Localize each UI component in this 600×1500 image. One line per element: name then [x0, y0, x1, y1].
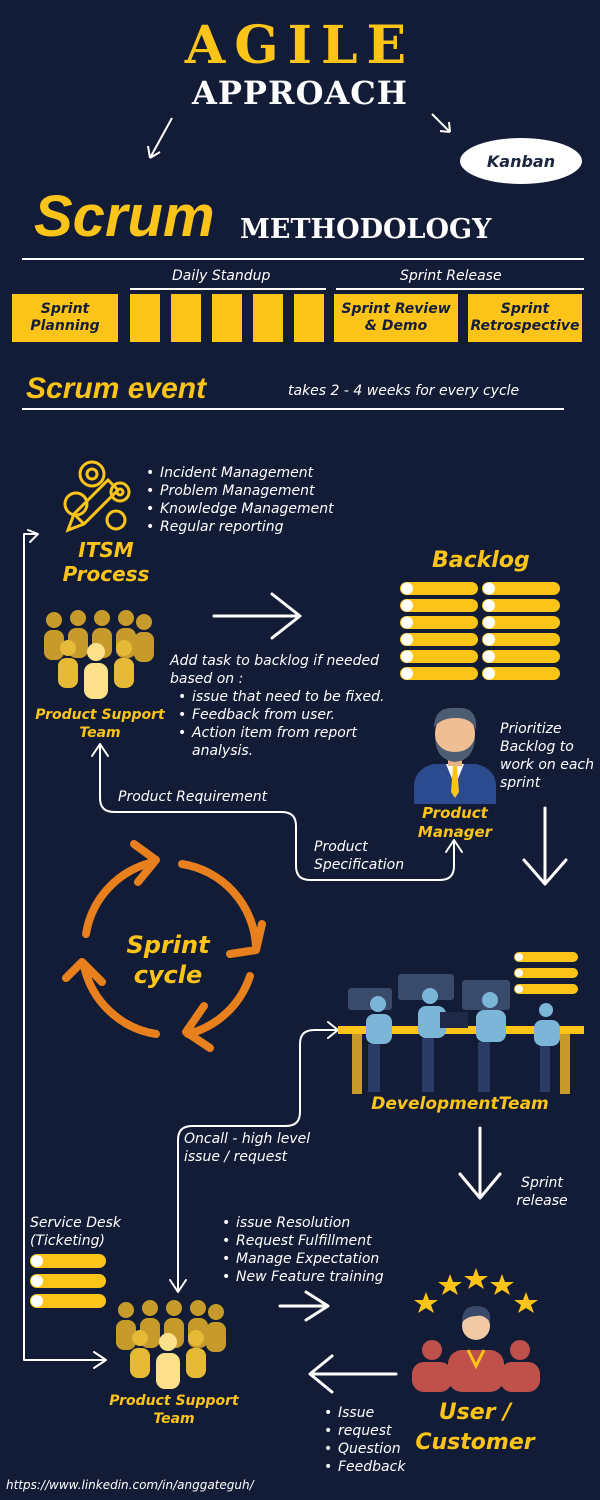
standup-day: [294, 294, 324, 342]
cycle-duration: takes 2 - 4 weeks for every cycle: [288, 383, 520, 399]
list-item: Question: [322, 1440, 422, 1458]
backlog-intro: Add task to backlog if needed based on :: [170, 653, 380, 687]
ticket-list-icon: [30, 1254, 106, 1308]
standup-day: [171, 294, 201, 342]
list-item: Feedback: [322, 1458, 422, 1476]
sprint-retro-box: Sprint Retrospective: [468, 294, 582, 342]
standup-day: [212, 294, 242, 342]
support-services-list: issue Resolution Request Fulfillment Man…: [220, 1214, 410, 1286]
title-agile: AGILE: [184, 15, 416, 76]
arrow-to-kanban-icon: [431, 113, 451, 133]
standup-day: [130, 294, 160, 342]
backlog-title: Backlog: [432, 548, 530, 573]
sprint-release-flow-label: Sprint release: [516, 1175, 568, 1209]
development-team-label: DevelopmentTeam: [371, 1094, 549, 1114]
customer-inputs-list: Issue request Question Feedback: [322, 1404, 422, 1476]
backlog-list-icon: [400, 582, 560, 680]
itsm-list: Incident Management Problem Management K…: [144, 464, 384, 536]
customer-rating-icon: [412, 1268, 540, 1392]
list-item: Regular reporting: [144, 518, 384, 536]
scrum-event-heading: Scrum event: [26, 372, 207, 405]
scrum-heading: Scrum: [34, 184, 215, 249]
divider: [22, 258, 584, 260]
divider: [22, 408, 564, 410]
development-team-icon: [338, 952, 584, 1094]
sprint-cycle-label: Sprint cycle: [126, 931, 210, 989]
kanban-badge: Kanban: [460, 138, 582, 184]
sprint-release-label: Sprint Release: [400, 268, 502, 284]
list-item: Action item from report analysis.: [176, 724, 400, 760]
list-item: Incident Management: [144, 464, 384, 482]
team-people-icon: [116, 1300, 226, 1389]
list-item: Issue: [322, 1404, 422, 1422]
list-item: issue that need to be fixed.: [176, 688, 400, 706]
product-manager-label: Product Manager: [417, 804, 493, 841]
footer-link[interactable]: https://www.linkedin.com/in/anggateguh/: [6, 1478, 254, 1492]
backlog-reasons-list: issue that need to be fixed. Feedback fr…: [176, 688, 400, 760]
list-item: Knowledge Management: [144, 500, 384, 518]
oncall-label: Oncall - high level issue / request: [184, 1131, 311, 1165]
prioritize-text: Prioritize Backlog to work on each sprin…: [500, 721, 594, 791]
user-customer-label: User / Customer: [415, 1400, 535, 1455]
itsm-label: ITSM Process: [62, 538, 150, 586]
service-desk-label: Service Desk (Ticketing): [30, 1215, 121, 1249]
title-approach: APPROACH: [192, 74, 408, 112]
standup-line: [130, 288, 326, 290]
sprint-review-box: Sprint Review & Demo: [334, 294, 458, 342]
list-item: Feedback from user.: [176, 706, 400, 724]
methodology-heading: METHODOLOGY: [240, 214, 492, 245]
list-item: request: [322, 1422, 422, 1440]
list-item: Manage Expectation: [220, 1250, 410, 1268]
product-specification-label: Product Specification: [314, 839, 405, 873]
product-manager-icon: [414, 707, 496, 804]
arrow-to-scrum-icon: [147, 117, 173, 159]
product-support-team-label: Product Support Team: [109, 1393, 239, 1427]
list-item: New Feature training: [220, 1268, 410, 1286]
list-item: issue Resolution: [220, 1214, 410, 1232]
release-line: [336, 288, 584, 290]
daily-standup-bar: [130, 294, 326, 342]
daily-standup-label: Daily Standup: [172, 268, 271, 284]
standup-day: [253, 294, 283, 342]
product-support-team-label: Product Support Team: [35, 707, 165, 741]
list-item: Problem Management: [144, 482, 384, 500]
sprint-cycle-arrows-icon: [62, 840, 266, 1052]
gears-pencil-icon: [63, 460, 131, 533]
list-item: Request Fulfillment: [220, 1232, 410, 1250]
sprint-planning-box: Sprint Planning: [12, 294, 118, 342]
team-people-icon: [44, 610, 154, 699]
product-requirement-label: Product Requirement: [118, 789, 268, 805]
